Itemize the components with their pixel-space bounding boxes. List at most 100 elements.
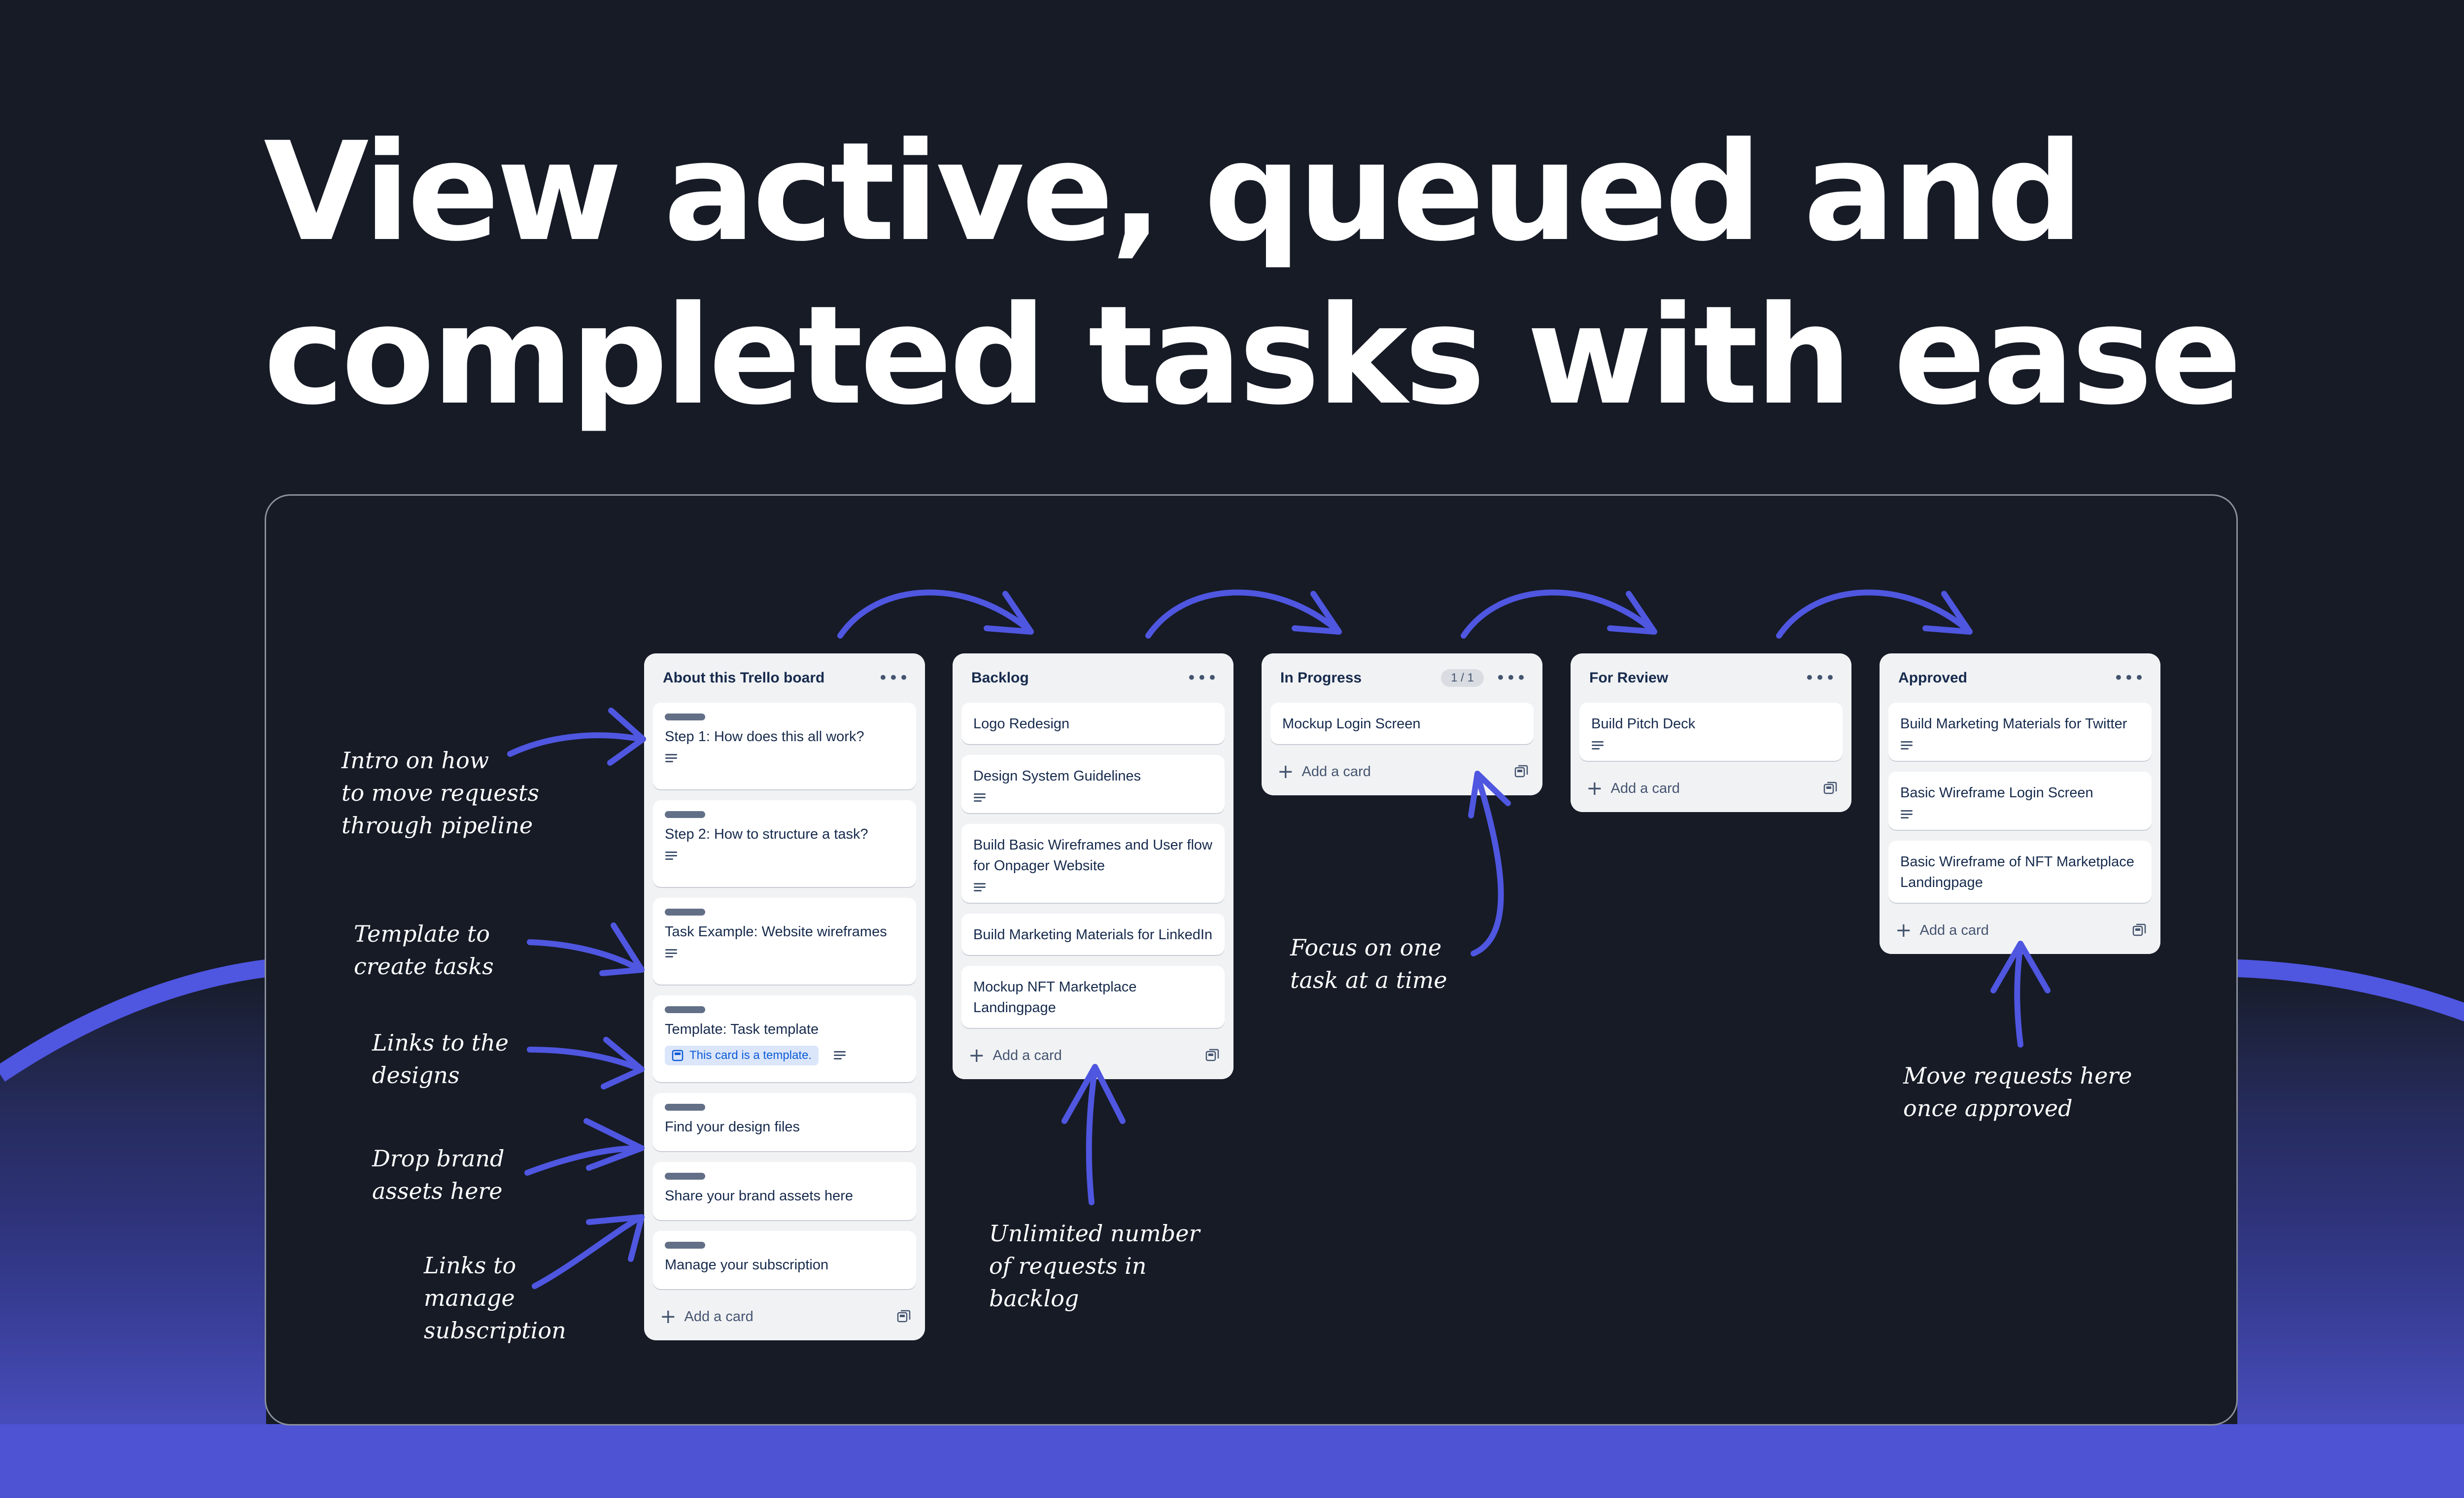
template-icon bbox=[672, 1050, 684, 1061]
card-wireframe-login[interactable]: Basic Wireframe Login Screen bbox=[1888, 772, 2152, 830]
add-card-label: Add a card bbox=[684, 1308, 753, 1325]
plus-icon: + bbox=[1586, 777, 1603, 800]
template-copy-icon[interactable] bbox=[2132, 923, 2147, 938]
card-label bbox=[665, 1242, 705, 1249]
more-icon[interactable]: ••• bbox=[878, 668, 909, 688]
card-label bbox=[665, 1173, 705, 1180]
headline-line-1: View active, queued and bbox=[264, 113, 2084, 272]
glow-bottom bbox=[0, 1424, 2464, 1498]
description-icon bbox=[665, 851, 677, 860]
list-header: In Progress 1 / 1 ••• bbox=[1270, 653, 1534, 703]
list-header: Approved ••• bbox=[1888, 653, 2152, 703]
plus-icon: + bbox=[1895, 919, 1912, 942]
template-row: This card is a template. bbox=[665, 1046, 904, 1065]
card-title: Task Example: Website wireframes bbox=[665, 924, 887, 940]
card-title: Mockup NFT Marketplace Landingpage bbox=[973, 979, 1137, 1016]
description-icon bbox=[974, 883, 986, 891]
card-step-2[interactable]: Step 2: How to structure a task? bbox=[653, 800, 916, 887]
card-title: Basic Wireframe of NFT Marketplace Landi… bbox=[1900, 854, 2134, 890]
plus-icon: + bbox=[968, 1044, 985, 1067]
card-title: Design System Guidelines bbox=[973, 768, 1141, 784]
headline-line-2: completed tasks with ease bbox=[264, 277, 2242, 435]
card-step-1[interactable]: Step 1: How does this all work? bbox=[653, 703, 916, 789]
card-title: Mockup Login Screen bbox=[1282, 716, 1421, 732]
page-headline: View active, queued and completed tasks … bbox=[264, 111, 2242, 438]
description-icon bbox=[1901, 810, 1913, 818]
card-logo-redesign[interactable]: Logo Redesign bbox=[961, 703, 1225, 744]
list-title: Backlog bbox=[971, 670, 1029, 686]
description-icon bbox=[665, 754, 677, 762]
description-icon bbox=[834, 1051, 846, 1059]
accent-curve-left bbox=[0, 959, 268, 1082]
plus-icon: + bbox=[660, 1305, 677, 1328]
card-label bbox=[665, 909, 705, 916]
list-about: About this Trello board ••• Step 1: How … bbox=[644, 653, 925, 1340]
annotation-approved: Move requests here once approved bbox=[1903, 1062, 2132, 1122]
accent-curve-right bbox=[2237, 959, 2464, 1021]
card-title: Build Pitch Deck bbox=[1591, 716, 1696, 732]
card-linkedin-materials[interactable]: Build Marketing Materials for LinkedIn bbox=[961, 914, 1225, 955]
card-nft-landingpage[interactable]: Mockup NFT Marketplace Landingpage bbox=[961, 966, 1225, 1028]
card-title: Build Basic Wireframes and User flow for… bbox=[973, 837, 1213, 874]
card-wireframe-nft[interactable]: Basic Wireframe of NFT Marketplace Landi… bbox=[1888, 841, 2152, 903]
glow-left bbox=[0, 968, 266, 1498]
list-header: Backlog ••• bbox=[961, 653, 1225, 703]
add-card-button[interactable]: + Add a card bbox=[1270, 755, 1534, 788]
card-design-system[interactable]: Design System Guidelines bbox=[961, 755, 1225, 813]
template-badge: This card is a template. bbox=[665, 1046, 819, 1065]
card-brand-assets[interactable]: Share your brand assets here bbox=[653, 1162, 916, 1220]
template-badge-text: This card is a template. bbox=[689, 1049, 812, 1062]
card-title: Build Marketing Materials for Twitter bbox=[1900, 716, 2127, 732]
card-pitch-deck[interactable]: Build Pitch Deck bbox=[1579, 703, 1843, 761]
more-icon[interactable]: ••• bbox=[1495, 668, 1527, 688]
more-icon[interactable]: ••• bbox=[1186, 668, 1218, 688]
card-design-files[interactable]: Find your design files bbox=[653, 1093, 916, 1151]
list-title: For Review bbox=[1589, 670, 1669, 686]
card-title: Find your design files bbox=[665, 1119, 800, 1135]
description-icon bbox=[665, 949, 677, 957]
list-for-review: For Review ••• Build Pitch Deck + Add a … bbox=[1571, 653, 1851, 812]
card-label bbox=[665, 1104, 705, 1111]
list-header: For Review ••• bbox=[1579, 653, 1843, 703]
template-copy-icon[interactable] bbox=[1823, 781, 1838, 796]
list-title: Approved bbox=[1898, 670, 1968, 686]
template-copy-icon[interactable] bbox=[1514, 764, 1529, 779]
annotation-subscription: Links to manage subscription bbox=[424, 1252, 566, 1344]
card-template[interactable]: Template: Task template This card is a t… bbox=[653, 995, 916, 1082]
card-wireframes-onpager[interactable]: Build Basic Wireframes and User flow for… bbox=[961, 824, 1225, 903]
add-card-label: Add a card bbox=[1610, 780, 1680, 796]
card-label bbox=[665, 1006, 705, 1013]
add-card-button[interactable]: + Add a card bbox=[961, 1039, 1225, 1072]
more-icon[interactable]: ••• bbox=[1804, 668, 1836, 688]
annotation-backlog: Unlimited number of requests in backlog bbox=[989, 1220, 1200, 1312]
add-card-button[interactable]: + Add a card bbox=[653, 1300, 916, 1333]
more-icon[interactable]: ••• bbox=[2113, 668, 2145, 688]
card-title: Basic Wireframe Login Screen bbox=[1900, 785, 2093, 801]
glow-right bbox=[2237, 968, 2464, 1498]
add-card-label: Add a card bbox=[992, 1047, 1062, 1063]
annotation-focus: Focus on one task at a time bbox=[1290, 934, 1447, 993]
template-copy-icon[interactable] bbox=[1205, 1048, 1220, 1063]
card-title: Build Marketing Materials for LinkedIn bbox=[973, 927, 1213, 943]
description-icon bbox=[1901, 741, 1913, 749]
list-approved: Approved ••• Build Marketing Materials f… bbox=[1880, 653, 2160, 954]
add-card-button[interactable]: + Add a card bbox=[1579, 772, 1843, 805]
annotation-template: Template to create tasks bbox=[354, 920, 494, 980]
list-title: In Progress bbox=[1280, 670, 1362, 686]
description-icon bbox=[1592, 741, 1604, 749]
annotation-intro: Intro on how to move requests through pi… bbox=[342, 747, 540, 839]
card-subscription[interactable]: Manage your subscription bbox=[653, 1231, 916, 1289]
add-card-button[interactable]: + Add a card bbox=[1888, 914, 2152, 947]
template-copy-icon[interactable] bbox=[896, 1309, 911, 1324]
card-title: Step 1: How does this all work? bbox=[665, 729, 864, 745]
list-in-progress: In Progress 1 / 1 ••• Mockup Login Scree… bbox=[1262, 653, 1542, 795]
annotation-designs: Links to the designs bbox=[372, 1029, 509, 1089]
card-title: Step 2: How to structure a task? bbox=[665, 826, 868, 842]
list-backlog: Backlog ••• Logo Redesign Design System … bbox=[953, 653, 1233, 1079]
card-twitter-materials[interactable]: Build Marketing Materials for Twitter bbox=[1888, 703, 2152, 761]
card-login-screen[interactable]: Mockup Login Screen bbox=[1270, 703, 1534, 744]
card-title: Logo Redesign bbox=[973, 716, 1070, 732]
card-title: Share your brand assets here bbox=[665, 1188, 854, 1204]
card-task-example[interactable]: Task Example: Website wireframes bbox=[653, 898, 916, 985]
